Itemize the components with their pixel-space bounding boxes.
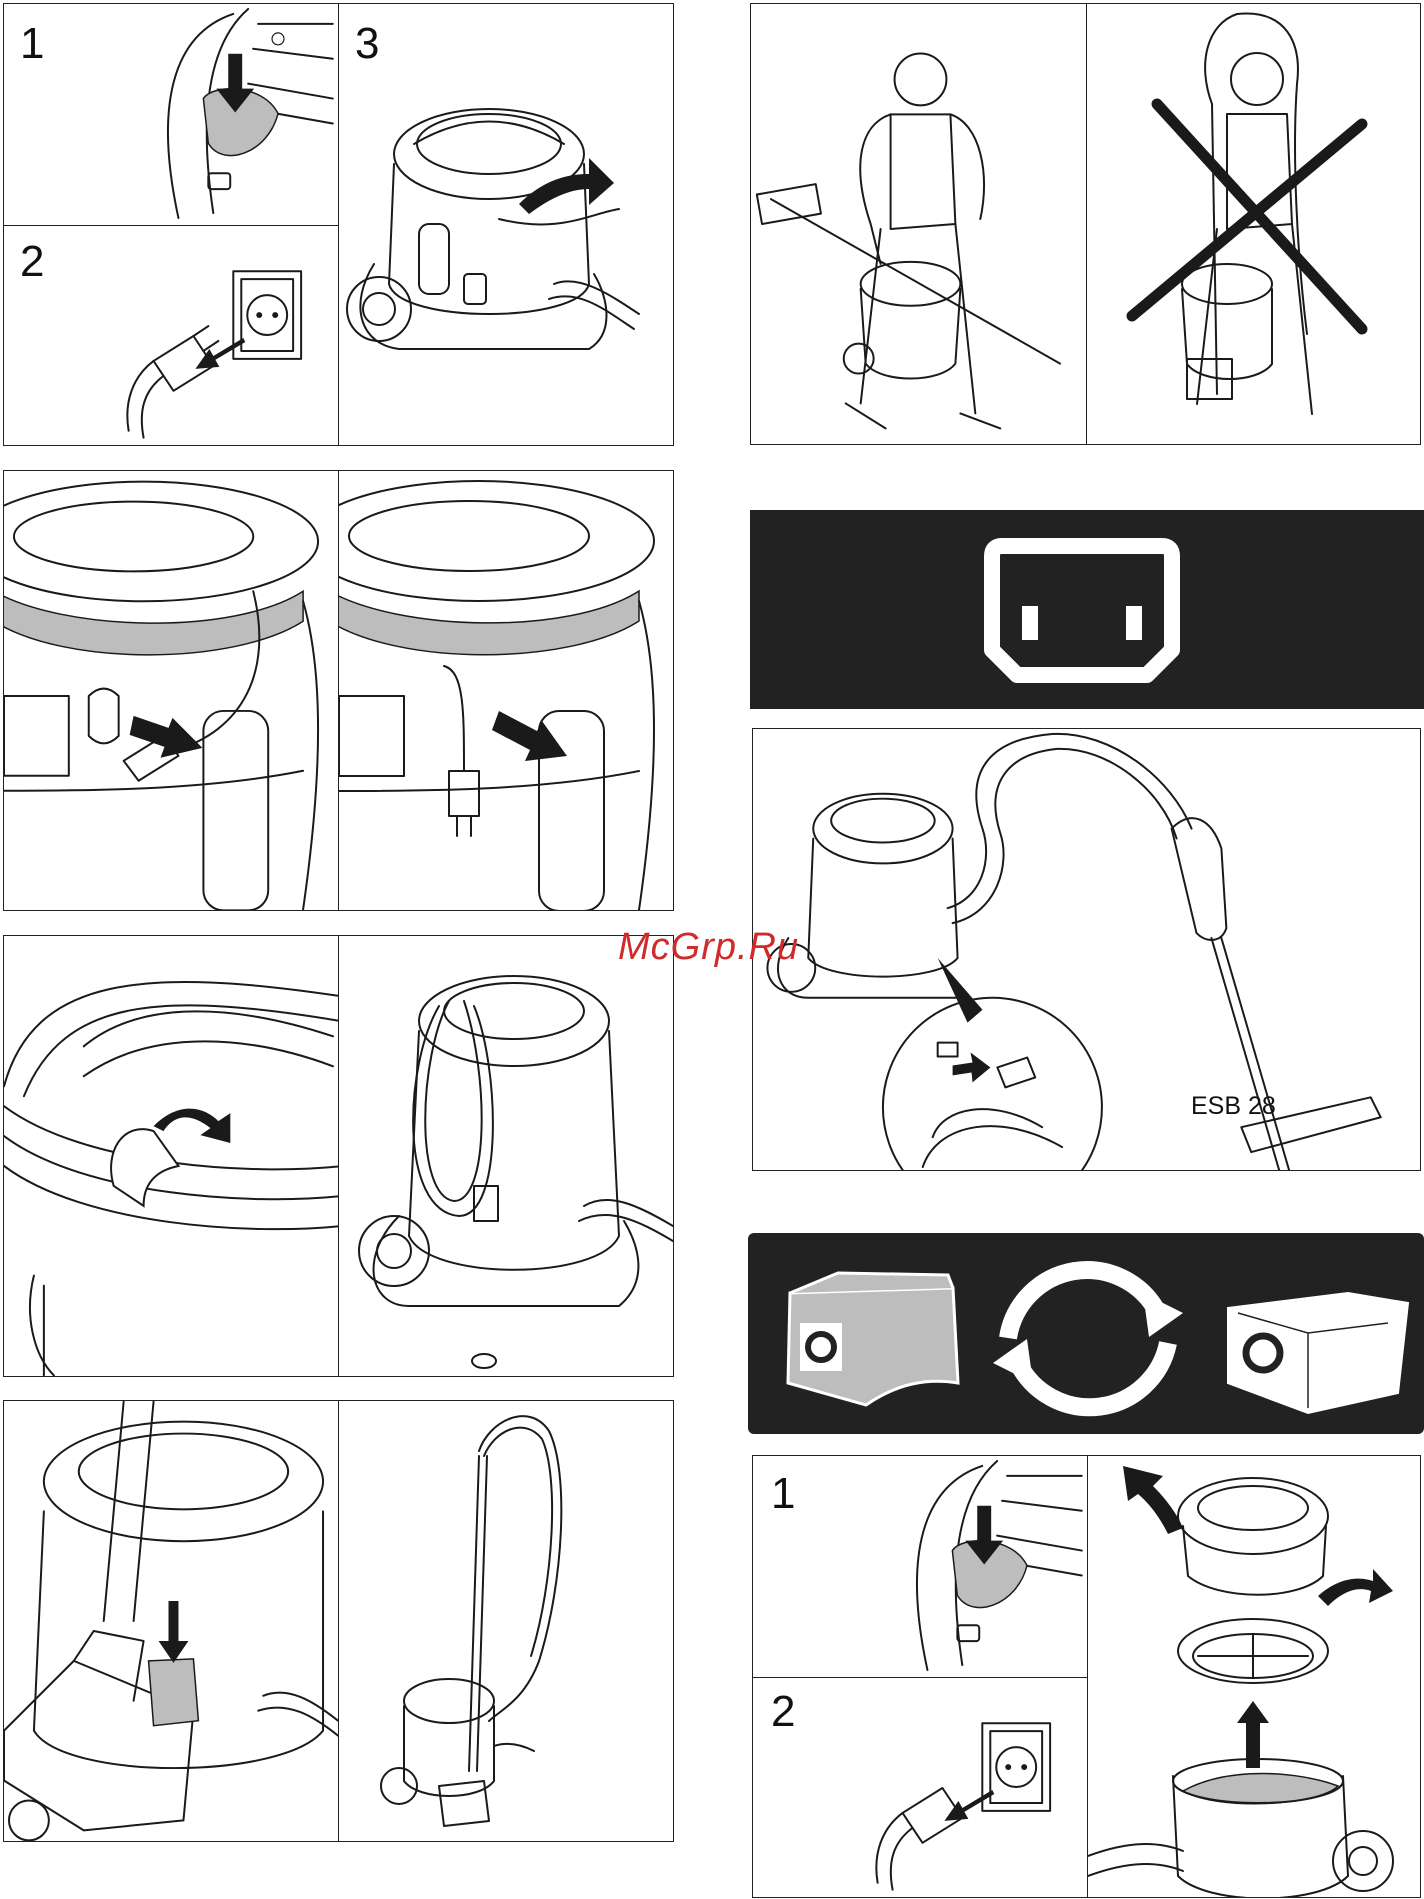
insert-cable-illustration xyxy=(4,471,338,910)
park-step-a xyxy=(4,1401,339,1841)
panel-unplug-and-open: 1 2 3 xyxy=(3,3,674,446)
bag-replacement-band xyxy=(748,1233,1424,1434)
accessory-model-label: ESB 28 xyxy=(1191,1092,1276,1121)
lid-release-illustration xyxy=(4,4,338,225)
step-3-cell: 3 xyxy=(339,4,673,445)
lid-release-illustration-2 xyxy=(753,1456,1087,1677)
bag-step-2-cell: 2 xyxy=(753,1678,1088,1897)
dust-bag-icon xyxy=(788,1273,958,1405)
parked-vacuum-illustration xyxy=(339,1401,673,1841)
wrong-usage-cell xyxy=(1087,4,1420,444)
unplug-socket-illustration-2 xyxy=(753,1678,1087,1897)
prohibited-cross-icon xyxy=(1132,104,1362,329)
panel-bag-access: 1 2 xyxy=(752,1455,1421,1898)
correct-usage-cell xyxy=(751,4,1087,444)
appliance-inlet-icon xyxy=(750,510,1424,709)
unplug-socket-illustration xyxy=(4,226,338,445)
park-step-b xyxy=(339,1401,673,1841)
bag-step-1-cell: 1 xyxy=(753,1456,1088,1678)
panel-park-position xyxy=(3,1400,674,1842)
exploded-lid-and-bag-illustration xyxy=(1088,1456,1420,1897)
step-1-cell: 1 xyxy=(4,4,339,226)
operator-with-vacuum-illustration xyxy=(751,4,1086,444)
rotate-hook-illustration xyxy=(4,936,338,1376)
step-2-cell: 2 xyxy=(4,226,339,445)
dust-bag-open-icon xyxy=(1228,1275,1408,1413)
cable-wound-illustration xyxy=(339,936,673,1376)
prohibited-carrying-illustration xyxy=(1087,4,1420,444)
hook-step-a xyxy=(4,936,339,1376)
replace-cycle-icon xyxy=(993,1270,1183,1407)
watermark-text: McGrp.Ru xyxy=(618,926,799,969)
panel-cable-storage xyxy=(3,470,674,911)
hook-step-b xyxy=(339,936,673,1376)
panel-cable-hook xyxy=(3,935,674,1377)
cable-step-b xyxy=(339,471,673,910)
panel-carrying-usage xyxy=(750,3,1421,445)
remove-lid-illustration xyxy=(339,4,673,445)
cable-step-a xyxy=(4,471,339,910)
park-nozzle-illustration xyxy=(4,1401,338,1841)
appliance-inlet-band xyxy=(750,510,1424,709)
electric-brush-connection-illustration xyxy=(753,729,1420,1170)
cable-inserted-illustration xyxy=(339,471,673,910)
bag-access-cell xyxy=(1088,1456,1420,1897)
panel-esb-accessory: ESB 28 xyxy=(752,728,1421,1171)
